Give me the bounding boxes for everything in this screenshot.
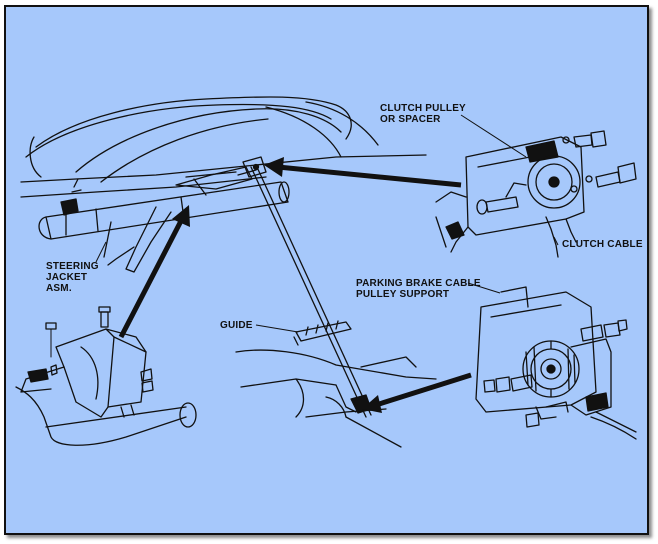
arrow-steering-bracket — [118, 205, 190, 339]
pedal-floor-area — [235, 349, 437, 448]
parts-diagram — [6, 7, 647, 533]
arrow-clutch-pulley — [264, 157, 462, 188]
label-parking-line1: PARKING BRAKE CABLE — [356, 278, 481, 289]
clutch-pulley-assembly — [435, 130, 637, 258]
label-clutch-pulley-line1: CLUTCH PULLEY — [380, 103, 466, 114]
label-parking-brake-support: PARKING BRAKE CABLE PULLEY SUPPORT — [356, 278, 481, 300]
clutch-cable-run — [185, 156, 372, 418]
dashboard-outline — [20, 96, 427, 198]
steering-jacket-assembly — [38, 166, 290, 273]
label-parking-line2: PULLEY SUPPORT — [356, 289, 450, 300]
guide-part — [293, 320, 352, 346]
label-clutch-pulley-line2: OR SPACER — [380, 114, 441, 125]
label-steering-line2: JACKET — [46, 272, 88, 283]
label-guide: GUIDE — [220, 320, 253, 331]
parking-brake-pulley-support — [475, 286, 637, 440]
callout-arrows — [118, 157, 472, 413]
label-leaders — [95, 114, 559, 333]
diagram-panel: CLUTCH PULLEY OR SPACER CLUTCH CABLE STE… — [4, 5, 649, 535]
arrow-parking-brake — [362, 372, 472, 413]
label-clutch-cable: CLUTCH CABLE — [562, 239, 643, 250]
label-clutch-pulley: CLUTCH PULLEY OR SPACER — [380, 103, 466, 125]
label-steering-line3: ASM. — [46, 283, 72, 294]
steering-mount-bracket — [15, 306, 197, 446]
label-steering-jacket: STEERING JACKET ASM. — [46, 261, 99, 294]
diagram-background — [6, 7, 647, 533]
label-steering-line1: STEERING — [46, 261, 99, 272]
